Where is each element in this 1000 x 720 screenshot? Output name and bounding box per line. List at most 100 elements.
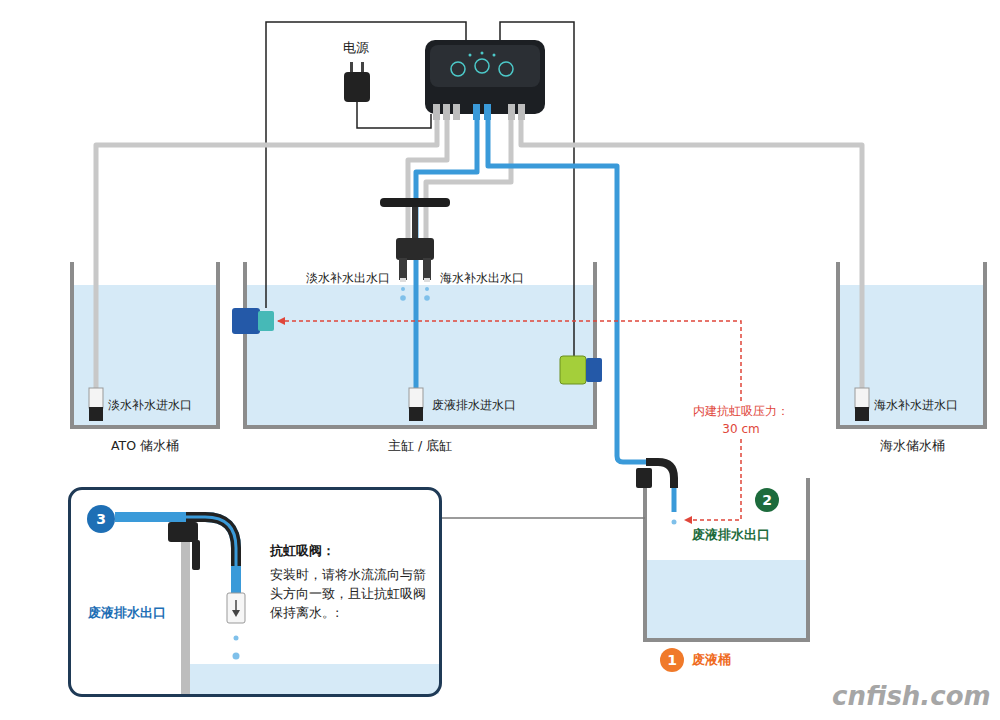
gray-tube xyxy=(521,120,862,388)
edge-label: 内建抗虹吸压力： 30 cm xyxy=(688,401,794,439)
power-adapter xyxy=(350,62,353,73)
controller xyxy=(433,104,440,120)
gray-tube xyxy=(96,120,437,388)
waste-tube xyxy=(672,484,677,512)
callout-number: 1 xyxy=(660,648,684,672)
inset-illustration xyxy=(68,487,442,697)
controller xyxy=(451,62,465,76)
dimension-line xyxy=(684,480,741,524)
dosing-head xyxy=(400,278,406,282)
inset-illustration xyxy=(68,487,442,697)
inset-panel: 抗虹吸阀： 安装时，请将水流流向与箭头方向一致，且让抗虹吸阀保持离水。: 废液排水出… xyxy=(68,487,442,697)
seawater-tank: 海水补水进水口海水储水桶 xyxy=(828,262,995,458)
pump xyxy=(232,308,260,334)
power-wire xyxy=(357,102,431,128)
inlet-filter xyxy=(409,407,423,421)
dimension-arrow xyxy=(277,321,741,478)
pump xyxy=(560,356,586,384)
power-label: 电源 xyxy=(343,40,369,56)
arrowhead xyxy=(277,317,285,325)
dosing-head xyxy=(424,278,430,282)
inset-illustration xyxy=(115,517,236,595)
inlet-filter xyxy=(855,388,869,408)
controller xyxy=(475,59,489,73)
dosing-head xyxy=(380,198,450,207)
controller xyxy=(481,52,484,55)
inset-illustration xyxy=(232,610,240,617)
ato-tank: 淡水补水进水口 ATO 储水桶 xyxy=(60,262,230,458)
callout-number-text: 2 xyxy=(762,493,772,507)
dosing-head xyxy=(400,295,406,301)
dimension-line xyxy=(690,480,741,520)
node-text: 海水补水进水口 xyxy=(874,398,958,413)
tank-drawing xyxy=(247,285,593,425)
dosing-head xyxy=(401,287,405,291)
node-text: 主缸 / 底缸 xyxy=(388,438,452,454)
controller xyxy=(473,104,480,120)
dosing-head xyxy=(380,198,450,301)
controller xyxy=(453,104,460,120)
pump xyxy=(258,311,274,331)
inset-illustration xyxy=(227,593,245,623)
bucket-name: 废液桶 xyxy=(692,652,731,668)
gray-tube xyxy=(96,120,862,388)
controller xyxy=(430,45,540,87)
leader-connector xyxy=(442,518,645,519)
waste-tube xyxy=(416,120,674,512)
callout-number-text: 3 xyxy=(96,512,106,526)
leader-connector xyxy=(442,517,645,519)
node-text: 废液排水进水口 xyxy=(432,398,516,413)
controller xyxy=(425,40,545,120)
controller xyxy=(493,54,496,57)
pump xyxy=(586,358,602,382)
node-text: 淡水补水进水口 xyxy=(108,398,192,413)
node-text: 海水补水出水口 xyxy=(440,271,524,286)
power-adapter xyxy=(344,62,370,102)
controller xyxy=(443,104,450,120)
dosing-head xyxy=(425,287,429,291)
controller xyxy=(425,40,545,114)
main-tank: 淡水补水出水口 海水补水出水口废液排水进水口主缸 / 底缸 xyxy=(235,262,605,458)
tank-drawing xyxy=(647,560,806,638)
tank-drawing xyxy=(245,262,595,427)
inset-illustration xyxy=(233,653,240,660)
controller xyxy=(508,104,515,120)
waste-valve xyxy=(636,468,652,488)
callout-number-text: 1 xyxy=(667,653,677,667)
inlet-filter xyxy=(89,388,103,408)
dimension-line xyxy=(684,516,692,524)
controller xyxy=(484,104,491,120)
power-adapter xyxy=(344,72,370,102)
inset-illustration xyxy=(181,540,190,694)
pump xyxy=(232,308,602,384)
waste-valve xyxy=(672,520,677,525)
waste-valve xyxy=(636,462,677,525)
dosing-head xyxy=(399,258,407,280)
inset-illustration xyxy=(192,540,200,570)
inset-illustration xyxy=(234,636,239,641)
callout-number: 2 xyxy=(755,488,779,512)
inlet-filter xyxy=(89,407,103,421)
callout-number: 3 xyxy=(87,505,115,533)
controller xyxy=(499,62,513,76)
tank-drawing xyxy=(645,478,808,640)
node-text: 安装时，请将水流流向与箭头方向一致，且让抗虹吸阀保持离水。: xyxy=(270,565,432,622)
dosing-head xyxy=(396,238,434,260)
node-text: 淡水补水出水口 xyxy=(306,271,390,286)
inset-illustration xyxy=(190,664,439,694)
node-text: 废液排水出口 xyxy=(692,527,770,543)
controller xyxy=(469,54,472,57)
node-text: ATO 储水桶 xyxy=(111,438,179,454)
node-text: 抗虹吸阀： xyxy=(270,543,335,559)
gray-tube xyxy=(426,120,511,240)
node-text: 废液排水出口 xyxy=(88,605,166,621)
dosing-head xyxy=(424,295,430,301)
controller xyxy=(518,104,525,120)
watermark: cnfish.com xyxy=(832,680,991,713)
dimension-arrow xyxy=(277,317,741,478)
node-text: 海水储水桶 xyxy=(880,438,945,454)
power-adapter xyxy=(361,62,364,73)
power-wire xyxy=(266,22,574,356)
